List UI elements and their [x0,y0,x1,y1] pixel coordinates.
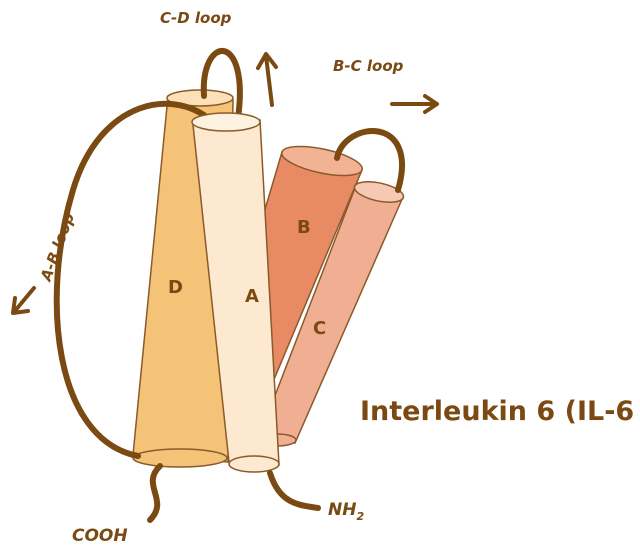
nh2-label-subscript: 2 [356,510,364,523]
ab-loop-arrow [13,288,34,313]
diagram-title: Interleukin 6 (IL-6 ) [360,396,640,427]
cooh-label: COOH [72,526,128,546]
ab-loop-label: A-B loop [37,210,79,284]
nh2-label: NH2 [328,500,364,523]
helix-label-d: D [168,277,183,298]
bc-loop-label: B-C loop [333,57,404,75]
helix-label-b: B [297,217,311,238]
cooh-tail [150,466,160,520]
cd-loop-arrow [258,54,276,105]
helix-label-c: C [313,318,326,339]
helix-label-a: A [245,286,259,307]
bc-loop-arrow [392,96,437,112]
cd-loop-label: C-D loop [160,9,232,27]
nh2-tail [270,473,318,508]
nh2-label-base: NH [328,500,356,520]
